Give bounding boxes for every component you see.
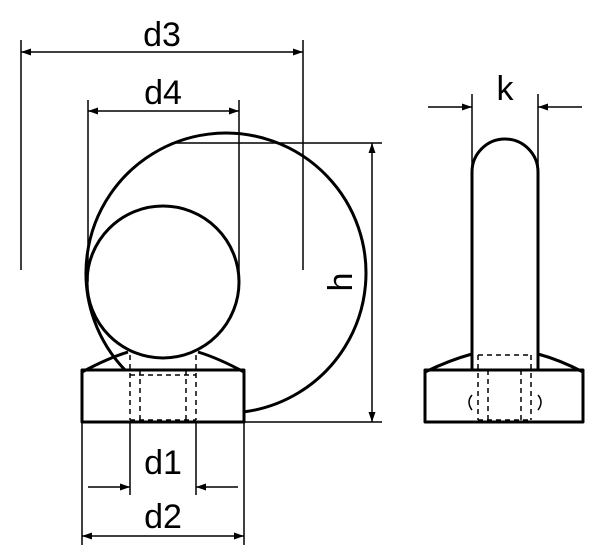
side-thread-break-right (537, 394, 542, 411)
dimension-d3: d3 (20, 16, 304, 270)
dimension-d2: d2 (81, 422, 245, 545)
collar-base (80, 368, 246, 424)
hidden-thread (129, 355, 197, 421)
d3-label: d3 (143, 16, 181, 54)
k-label: k (497, 70, 515, 108)
d4-label: d4 (144, 74, 182, 112)
side-hidden-thread (477, 354, 532, 421)
front-view (80, 131, 368, 424)
h-label: h (322, 273, 360, 292)
d1-label: d1 (144, 444, 182, 482)
side-thread-break-left (468, 394, 473, 411)
side-shank-outline (470, 137, 540, 370)
dimension-d4: d4 (87, 74, 240, 282)
d2-label: d2 (144, 498, 182, 536)
ring-outer-outline (84, 131, 368, 414)
side-view (423, 137, 585, 424)
side-base (423, 368, 585, 424)
dimension-k: k (428, 70, 582, 172)
ring-inner-hole (85, 204, 241, 360)
dimension-h: h (172, 142, 382, 423)
dimension-d1: d1 (88, 422, 238, 495)
